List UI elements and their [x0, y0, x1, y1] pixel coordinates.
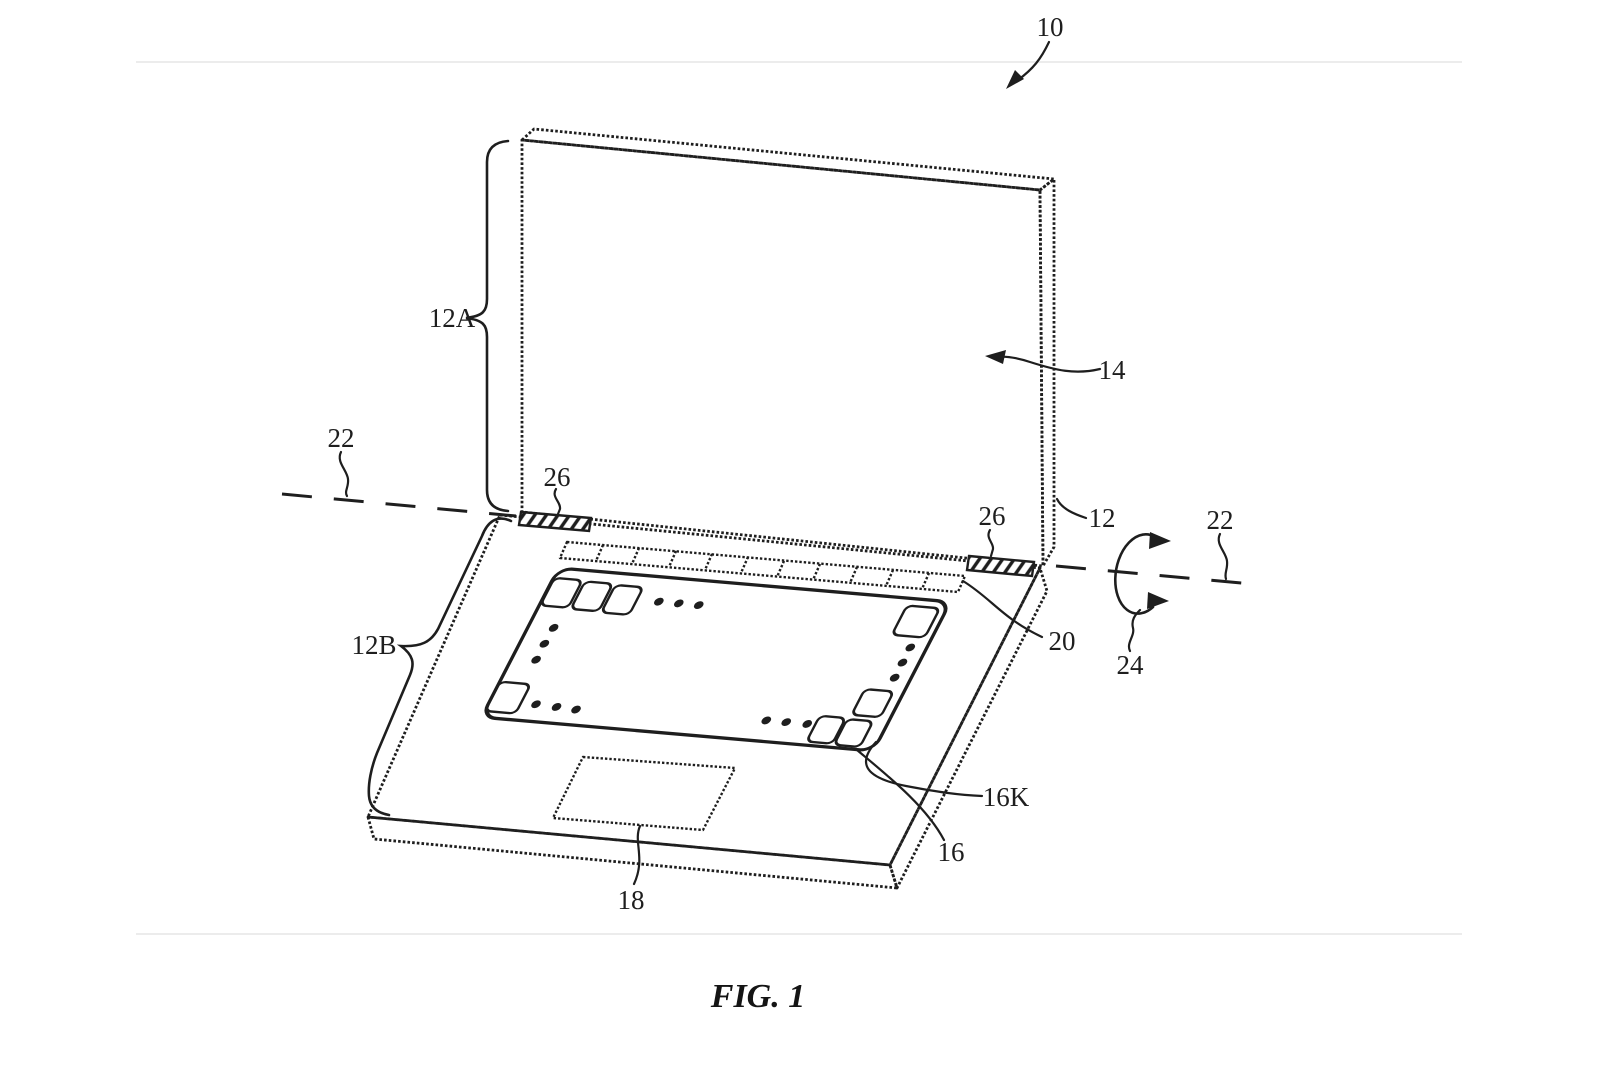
lid-front-face [520, 138, 1045, 568]
label-14: 14 [1099, 355, 1127, 385]
brace-12b [367, 517, 513, 817]
label-12a: 12A [429, 303, 476, 333]
laptop-base [366, 513, 1049, 890]
leader-18 [632, 824, 642, 886]
key [485, 680, 530, 715]
label-24: 24 [1117, 650, 1145, 680]
key [807, 715, 845, 745]
label-22-left: 22 [328, 423, 355, 453]
leader-26-right [987, 528, 995, 558]
key [540, 577, 582, 609]
touch-bar-strip [558, 540, 967, 594]
lid-top-face [520, 127, 1056, 192]
keyboard-keys [485, 577, 940, 748]
label-20: 20 [1049, 626, 1076, 656]
arrowhead-10 [1006, 70, 1024, 89]
figure-caption: FIG. 1 [710, 978, 805, 1015]
rotation-arrowhead-bottom [1147, 592, 1169, 609]
leader-22-left [338, 450, 350, 498]
key [571, 580, 613, 612]
label-26-right: 26 [979, 501, 1006, 531]
reference-labels: 10 12A 22 26 26 12 14 22 24 20 16K 16 18 12B [328, 12, 1234, 915]
label-12b: 12B [351, 630, 396, 660]
lid-right-face [1038, 177, 1056, 568]
base-front-face [366, 815, 899, 890]
arrowhead-14 [985, 350, 1006, 364]
laptop-lid [520, 127, 1056, 568]
key [852, 688, 894, 718]
label-16: 16 [938, 837, 965, 867]
leader-16k [865, 740, 984, 798]
label-26-left: 26 [544, 462, 571, 492]
hinge-axis-left [281, 492, 517, 518]
touch-bar-outline [558, 540, 967, 594]
label-10: 10 [1037, 12, 1064, 42]
label-22-right: 22 [1207, 505, 1234, 535]
base-right-face [888, 566, 1049, 890]
leader-lines [338, 40, 1229, 886]
leader-24 [1127, 608, 1142, 653]
keyboard-outline [484, 567, 948, 752]
key [892, 604, 940, 639]
label-16k: 16K [983, 782, 1030, 812]
leader-16 [855, 748, 946, 842]
leader-20 [961, 579, 1044, 639]
key [601, 584, 643, 616]
hinge-axis-right [1055, 564, 1253, 586]
label-18: 18 [618, 885, 645, 915]
keyboard-ellipsis-dots [531, 597, 916, 728]
leader-26-left [553, 487, 562, 516]
hinge-hatch-right [965, 554, 1036, 578]
base-top-face [366, 513, 1042, 867]
leader-12 [1055, 497, 1088, 520]
rotation-arrowhead-top [1149, 532, 1171, 549]
leader-14 [994, 355, 1102, 373]
key [834, 718, 873, 748]
hinge-hatch-left [517, 510, 593, 533]
keyboard-region [484, 567, 948, 752]
brace-12a [465, 139, 510, 513]
label-12: 12 [1089, 503, 1116, 533]
touch-bar-dividers [594, 544, 931, 590]
trackpad [551, 755, 737, 832]
leader-22-right [1217, 532, 1229, 581]
